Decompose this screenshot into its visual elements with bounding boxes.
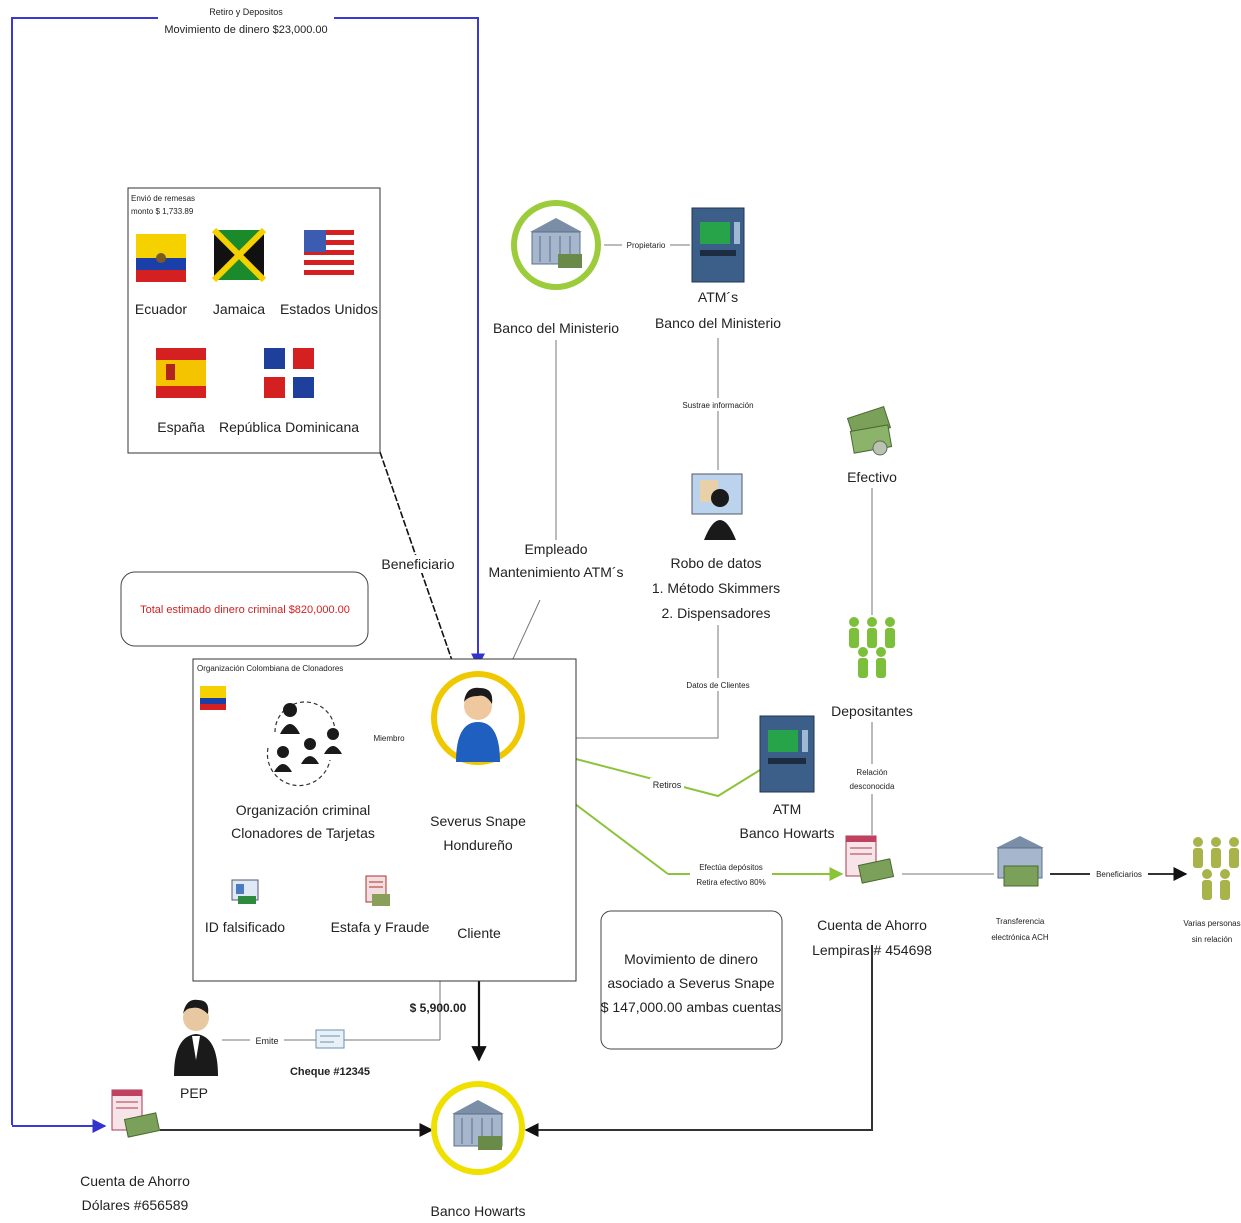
top-flow-line2: Movimiento de dinero $23,000.00 xyxy=(164,24,327,36)
account-dollars-line1: Cuenta de Ahorro xyxy=(80,1173,190,1189)
bank-howarts-label: Banco Howarts xyxy=(431,1203,526,1219)
estimate-text: Total estimado dinero criminal $820,000.… xyxy=(140,604,350,616)
flag-spain-icon xyxy=(156,348,206,398)
client-data-edge-label: Datos de Clientes xyxy=(686,681,749,690)
atm-ministry-line2: Banco del Ministerio xyxy=(655,315,781,331)
atm-ministry-icon xyxy=(691,207,745,283)
amount-5900-label: $ 5,900.00 xyxy=(410,1001,467,1015)
bank-ministry-label: Banco del Ministerio xyxy=(493,320,619,336)
hacker-icon xyxy=(691,473,743,540)
country-dominican-republic: República Dominicana xyxy=(219,419,359,435)
depositors-label: Depositantes xyxy=(831,703,913,719)
member-edge-label: Miembro xyxy=(373,734,405,743)
edge-beneficiary xyxy=(379,451,459,674)
data-theft-line2: 1. Método Skimmers xyxy=(652,580,780,596)
withdrawals-edge-label: Retiros xyxy=(653,780,682,790)
money-movement-box xyxy=(600,910,783,1050)
edge-client-data xyxy=(524,625,719,739)
client-edge-label: Cliente xyxy=(457,925,501,941)
emits-edge-label: Emite xyxy=(255,1036,278,1046)
money-movement-line1: Movimiento de dinero xyxy=(624,951,758,967)
relation-edge-line1: Relación xyxy=(856,768,887,777)
deposits-edge-line1: Efectúa depósitos xyxy=(699,863,763,872)
deposits-edge-line2: Retira efectivo 80% xyxy=(696,878,765,887)
edge-lempiras-to-bank xyxy=(524,945,873,1137)
atm-howarts-line1: ATM xyxy=(773,801,802,817)
money-movement-line3: $ 147,000.00 ambas cuentas xyxy=(601,999,782,1015)
flag-colombia-icon xyxy=(200,686,226,710)
severus-line2: Hondureño xyxy=(443,837,512,853)
savings-account-lempiras-icon xyxy=(845,835,895,884)
organization-title-line1: Organización criminal xyxy=(236,802,371,818)
remittance-box xyxy=(127,187,381,454)
account-lempiras-line2: Lempiras # 454698 xyxy=(812,942,932,958)
bank-howarts-icon xyxy=(431,1081,525,1175)
cash-label: Efectivo xyxy=(847,469,897,485)
info-theft-edge-label: Sustrae información xyxy=(682,401,753,410)
country-usa: Estados Unidos xyxy=(280,301,378,317)
relation-edge-line2: desconocida xyxy=(850,782,895,791)
employee-edge-line1: Empleado xyxy=(524,541,587,557)
severus-line1: Severus Snape xyxy=(430,813,526,829)
ach-line1: Transferencia xyxy=(996,917,1045,926)
unrelated-people-line1: Varias personas xyxy=(1183,919,1240,928)
country-ecuador: Ecuador xyxy=(135,301,187,317)
beneficiaries-edge-label: Beneficiarios xyxy=(1096,870,1142,879)
pep-label: PEP xyxy=(180,1085,208,1101)
account-lempiras-line1: Cuenta de Ahorro xyxy=(817,917,927,933)
remittance-header-line2: monto $ 1,733.89 xyxy=(131,207,194,216)
check-icon xyxy=(315,1029,345,1049)
owner-edge-label: Propietario xyxy=(627,241,666,250)
atm-howarts-line2: Banco Howarts xyxy=(740,825,835,841)
money-movement-line2: asociado a Severus Snape xyxy=(607,975,775,991)
fraud-icon xyxy=(365,875,390,906)
employee-edge-line2: Mantenimiento ATM´s xyxy=(488,564,623,580)
fraud-label: Estafa y Fraude xyxy=(331,919,430,935)
country-spain: España xyxy=(157,419,205,435)
unrelated-people-icon xyxy=(1193,837,1239,900)
fake-id-label: ID falsificado xyxy=(205,919,285,935)
organization-title-line2: Clonadores de Tarjetas xyxy=(231,825,375,841)
top-flow-line1: Retiro y Depositos xyxy=(209,7,283,17)
criminal-network-icon xyxy=(266,701,342,787)
flag-dominican-republic-icon xyxy=(264,348,314,398)
organization-header: Organización Colombiana de Clonadores xyxy=(197,664,343,673)
flag-ecuador-icon xyxy=(136,234,186,282)
estimate-box xyxy=(120,571,369,647)
atm-ministry-line1: ATM´s xyxy=(698,289,738,305)
edge-withdrawals xyxy=(524,742,761,798)
check-label: Cheque #12345 xyxy=(290,1066,370,1078)
data-theft-line1: Robo de datos xyxy=(670,555,761,571)
ach-line2: electrónica ACH xyxy=(991,933,1049,942)
atm-howarts-icon xyxy=(759,715,815,793)
savings-account-dollars-icon xyxy=(111,1089,161,1138)
fake-id-icon xyxy=(231,879,259,904)
depositors-icon xyxy=(849,617,895,678)
remittance-header-line1: Envió de remesas xyxy=(131,194,195,203)
beneficiary-edge-label: Beneficiario xyxy=(381,556,454,572)
unrelated-people-line2: sin relación xyxy=(1192,935,1232,944)
cash-icon xyxy=(846,406,893,456)
account-dollars-line2: Dólares #656589 xyxy=(82,1197,189,1213)
pep-person-icon xyxy=(174,999,218,1076)
flag-jamaica-icon xyxy=(211,227,267,283)
flag-usa-icon xyxy=(304,230,354,280)
severus-person-icon xyxy=(431,671,525,765)
bank-ministry-icon xyxy=(511,200,601,290)
country-jamaica: Jamaica xyxy=(213,301,265,317)
data-theft-line3: 2. Dispensadores xyxy=(662,605,771,621)
ach-transfer-icon xyxy=(996,836,1044,887)
